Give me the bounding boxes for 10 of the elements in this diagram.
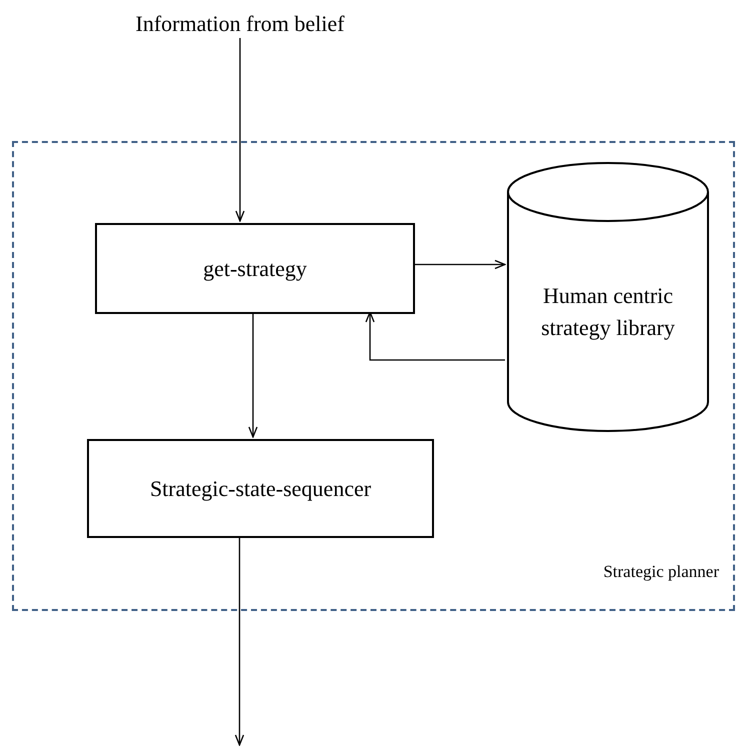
arrow [234, 536, 244, 746]
cylinder-label: Human centric strategy library [540, 282, 676, 342]
input-label: Information from belief [120, 8, 360, 38]
arrow [413, 260, 506, 270]
group-label: Strategic planner [603, 561, 719, 583]
process-box: Strategic-state-sequencer [87, 439, 434, 538]
arrow [248, 312, 258, 438]
arrow [235, 38, 245, 222]
process-box: get-strategy [95, 223, 415, 314]
dashed-group-frame [12, 141, 735, 611]
